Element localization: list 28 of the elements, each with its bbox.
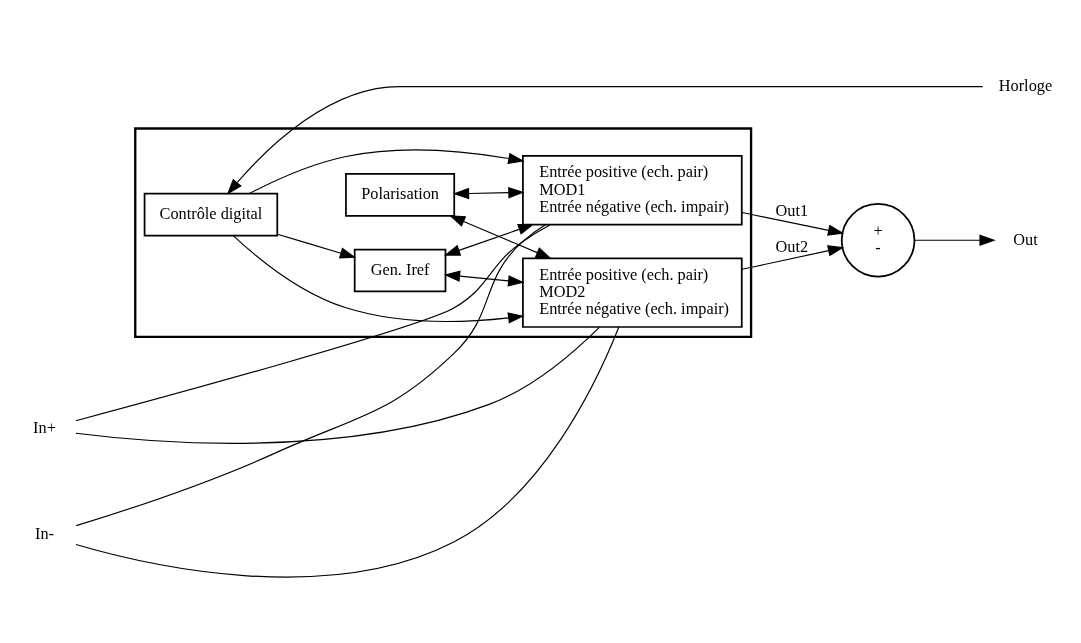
cluster (134, 127, 753, 339)
edge-label: Out2 (775, 237, 809, 257)
connector (75, 224, 546, 527)
arrow (741, 211, 845, 236)
arrow (443, 224, 535, 256)
node-text: In+ (33, 418, 56, 438)
node-box: Polarisation (345, 173, 456, 217)
node-text: Out (1013, 229, 1038, 249)
node-box: Entrée positive (ech. pair) MOD1 Entrée négative (ech. impair) (522, 155, 743, 226)
arrow (276, 233, 357, 259)
arrow (913, 234, 996, 246)
node-text: In- (34, 524, 54, 544)
connector (75, 326, 620, 578)
node-box: Entrée positive (ech. pair) MOD2 Entrée négative (ech. impair) (522, 257, 743, 328)
connector (75, 326, 600, 444)
arrow (443, 270, 525, 287)
node-box: Contrôle digital (143, 192, 279, 237)
arrow (452, 187, 525, 200)
node-text: Horloge (998, 75, 1053, 95)
arrow (226, 86, 984, 195)
arrow (741, 245, 845, 270)
node-box: Gen. Iref (353, 248, 447, 293)
edge-label: Out1 (775, 201, 809, 221)
node-circle: + - (840, 203, 916, 278)
arrow (232, 235, 525, 324)
connector (75, 224, 551, 422)
arrow (448, 215, 552, 259)
arrow (248, 149, 525, 195)
